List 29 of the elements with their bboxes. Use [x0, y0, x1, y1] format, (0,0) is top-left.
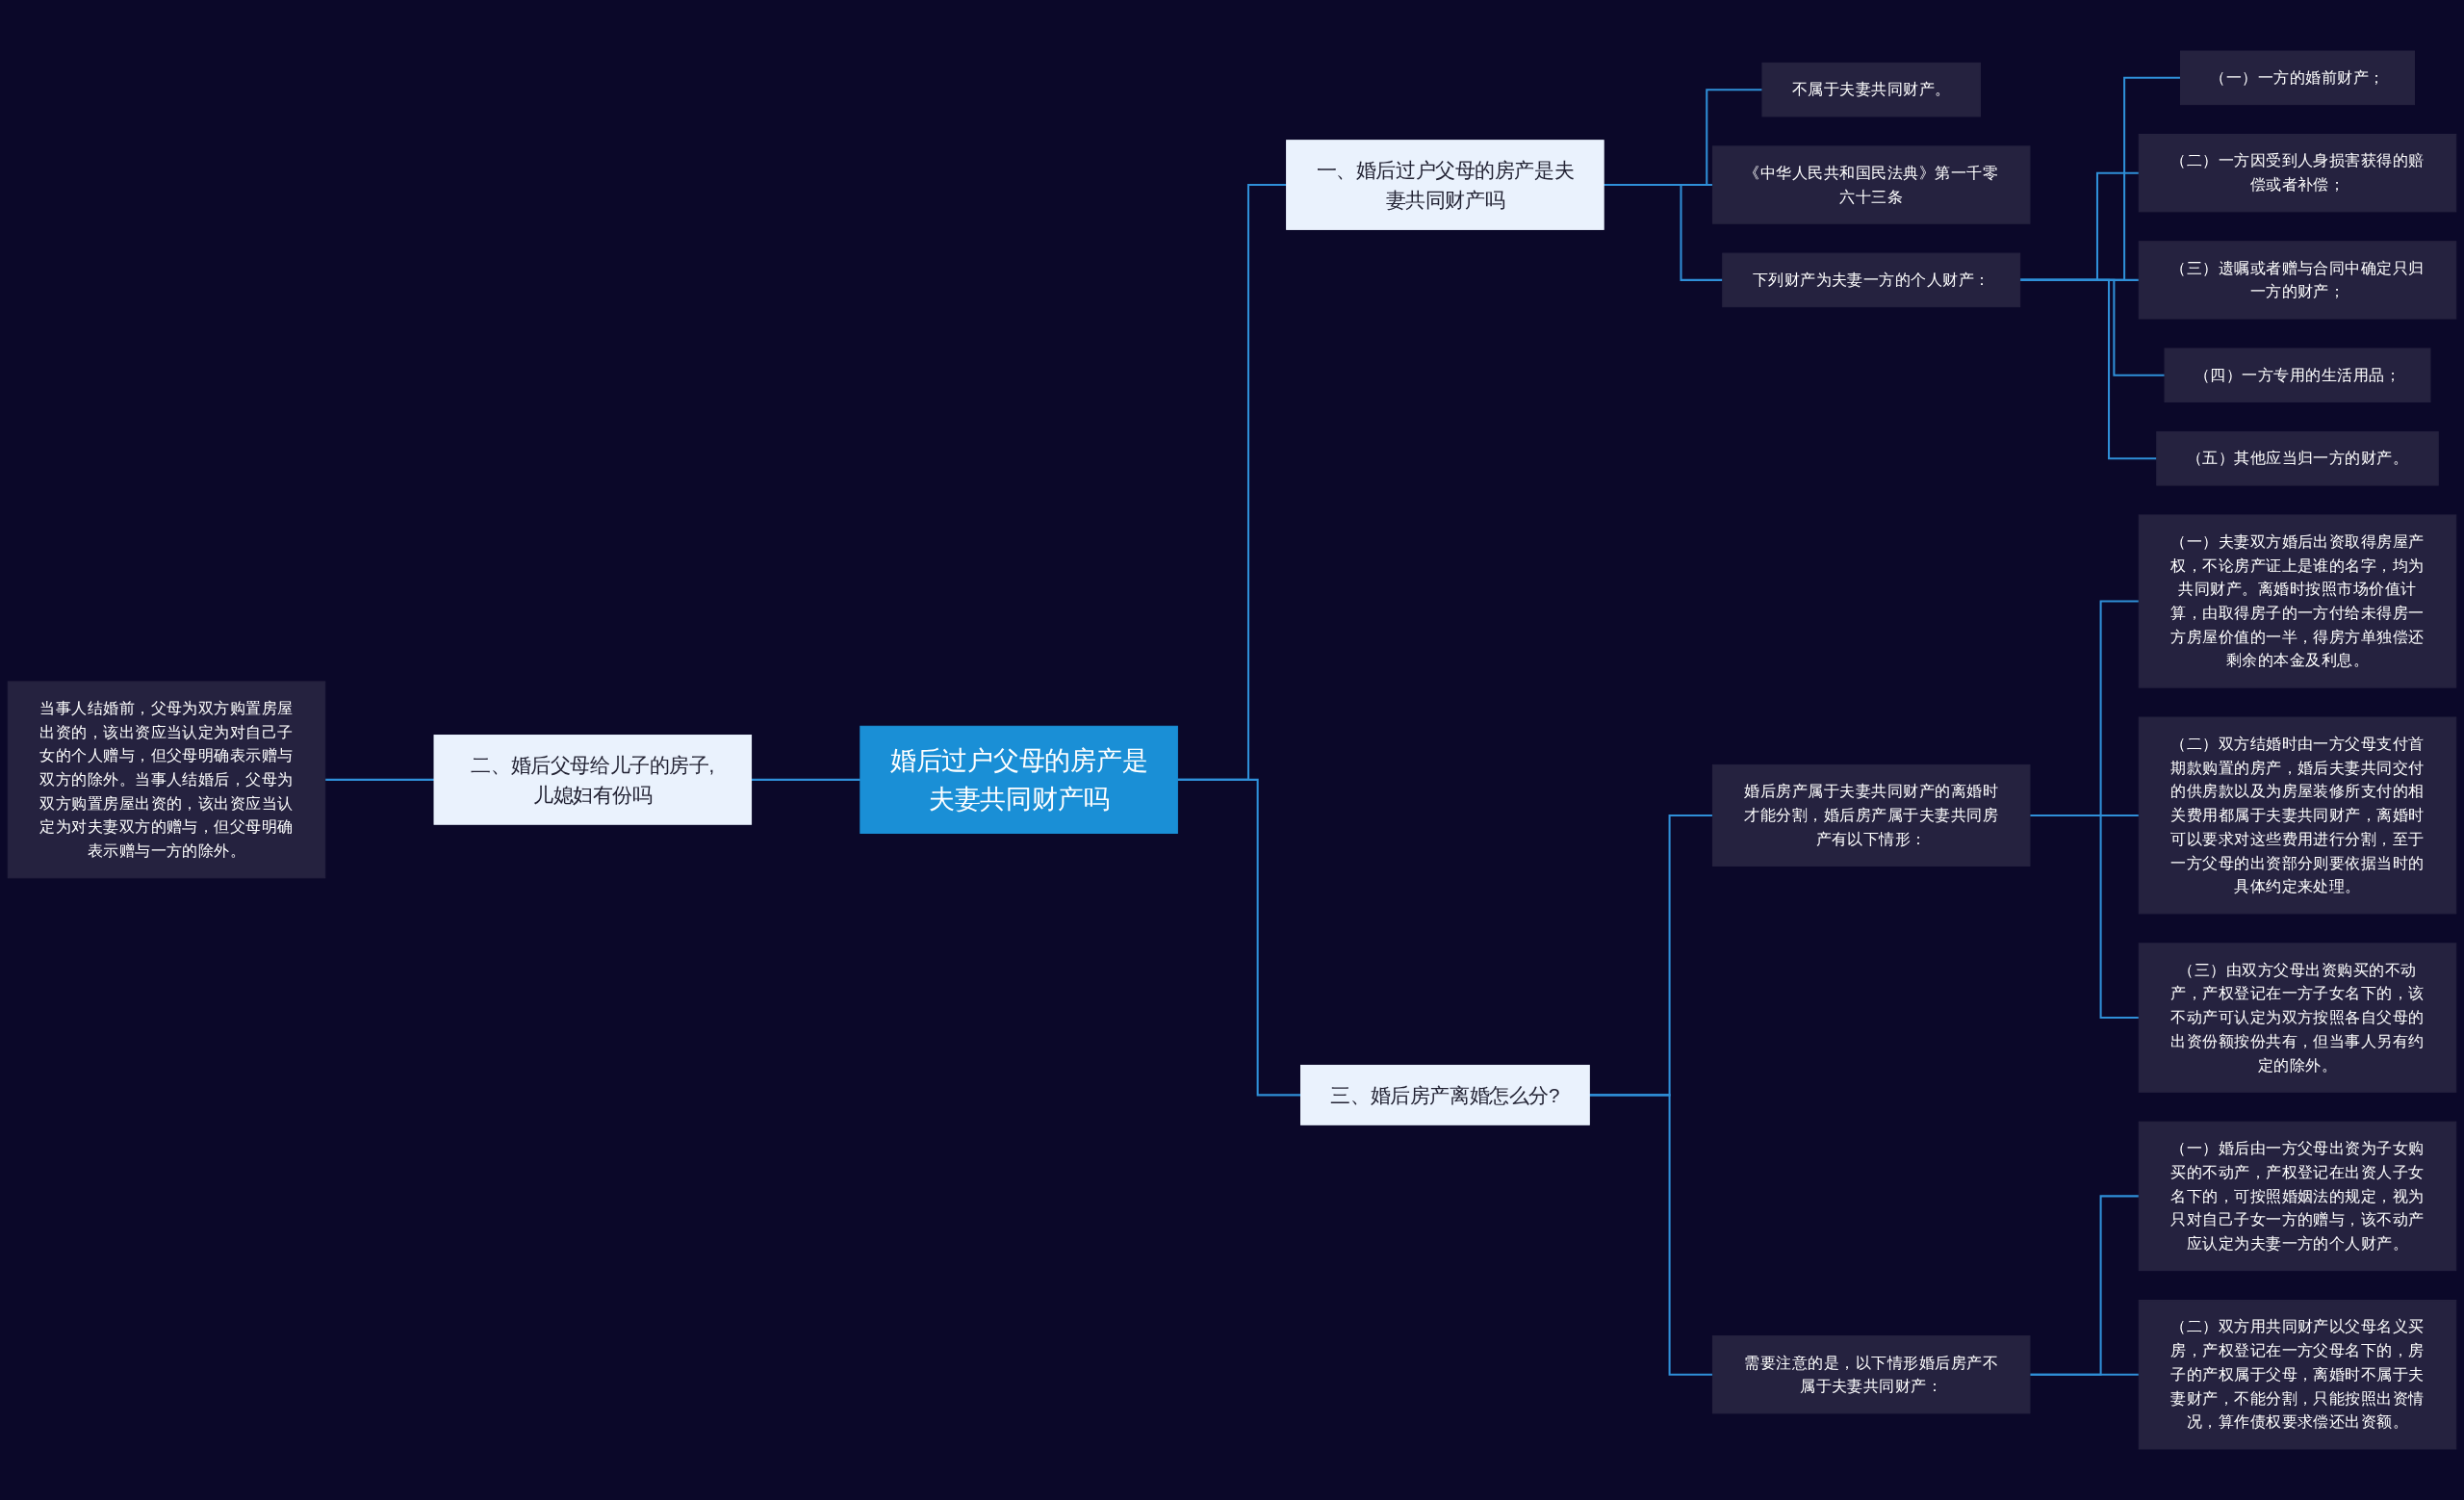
node-box: 当事人结婚前，父母为双方购置房屋出资的，该出资应当认定为对自己子女的个人赠与，但父母明确表示赠与双方的除外。当事人结婚后，父母为双方购置房屋出资的，该出资应当认定为对夫妻双方的赠与，但父母明确表示赠与一方的除外。 [7, 681, 326, 879]
node-box: （二）一方因受到人身损害获得的赔偿或者补偿； [2138, 134, 2457, 213]
connector [751, 778, 860, 781]
connector [1177, 778, 1301, 1097]
node-box: 《中华人民共和国民法典》第一千零六十三条 [1711, 145, 2031, 224]
node-box: 一、婚后过户父母的房产是夫妻共同财产吗 [1286, 140, 1604, 230]
node-box: （五）其他应当归一方的财产。 [2156, 430, 2439, 486]
node-box: （二）双方结婚时由一方父母支付首期款购置的房产，婚后夫妻共同交付的供房款以及为房屋装修所支付的相关费用都属于夫妻共同财产，离婚时可以要求对这些费用进行分割，至于一方父母的出资部分则要依据当时的具体约定来处理。 [2138, 716, 2457, 915]
connector [2019, 278, 2157, 460]
node-box: 三、婚后房产离婚怎么分? [1300, 1064, 1590, 1125]
node-box: 下列财产为夫妻一方的个人财产： [1722, 252, 2021, 308]
node-box: 需要注意的是，以下情形婚后房产不属于夫妻共同财产： [1711, 1335, 2031, 1414]
node-box: 不属于夫妻共同财产。 [1761, 62, 1981, 117]
node-box: （一）婚后由一方父母出资为子女购买的不动产，产权登记在出资人子女名下的，可按照婚姻法的规定，视为只对自己子女一方的赠与，该不动产应认定为夫妻一方的个人财产。 [2138, 1121, 2457, 1272]
connector [2029, 814, 2140, 1020]
connector [324, 778, 435, 781]
connector [1604, 184, 1723, 281]
node-box: （一）夫妻双方婚后出资取得房屋产权，不论房产证上是谁的名字，均为共同财产。离婚时按照市场价值计算，由取得房子的一方付给未得房一方房屋价值的一半，得房方单独偿还剩余的本金及利息。 [2138, 514, 2457, 688]
node-box: （三）遗嘱或者赠与合同中确定只归一方的财产； [2138, 241, 2457, 320]
node-box: （四）一方专用的生活用品； [2164, 348, 2431, 403]
node-box: 二、婚后父母给儿子的房子,儿媳妇有份吗 [433, 735, 753, 825]
connector [2029, 1373, 2140, 1376]
connector [1589, 1094, 1713, 1376]
node-box: 婚后房产属于夫妻共同财产的离婚时才能分割，婚后房产属于夫妻共同房产有以下情形： [1711, 763, 2031, 866]
node-box: （二）双方用共同财产以父母名义买房，产权登记在一方父母名下的，房子的产权属于父母，离婚时不属于夫妻财产，不能分割，只能按照出资情况，算作债权要求偿还出资额。 [2138, 1300, 2457, 1450]
connector [2029, 1195, 2140, 1376]
node-box: （一）一方的婚前财产； [2179, 50, 2416, 106]
node-box: 婚后过户父母的房产是夫妻共同财产吗 [860, 725, 1178, 834]
node-box: （三）由双方父母出资购买的不动产，产权登记在一方子女名下的，该不动产可认定为双方按照各自父母的出资份额按份共有，但当事人另有约定的除外。 [2138, 943, 2457, 1093]
